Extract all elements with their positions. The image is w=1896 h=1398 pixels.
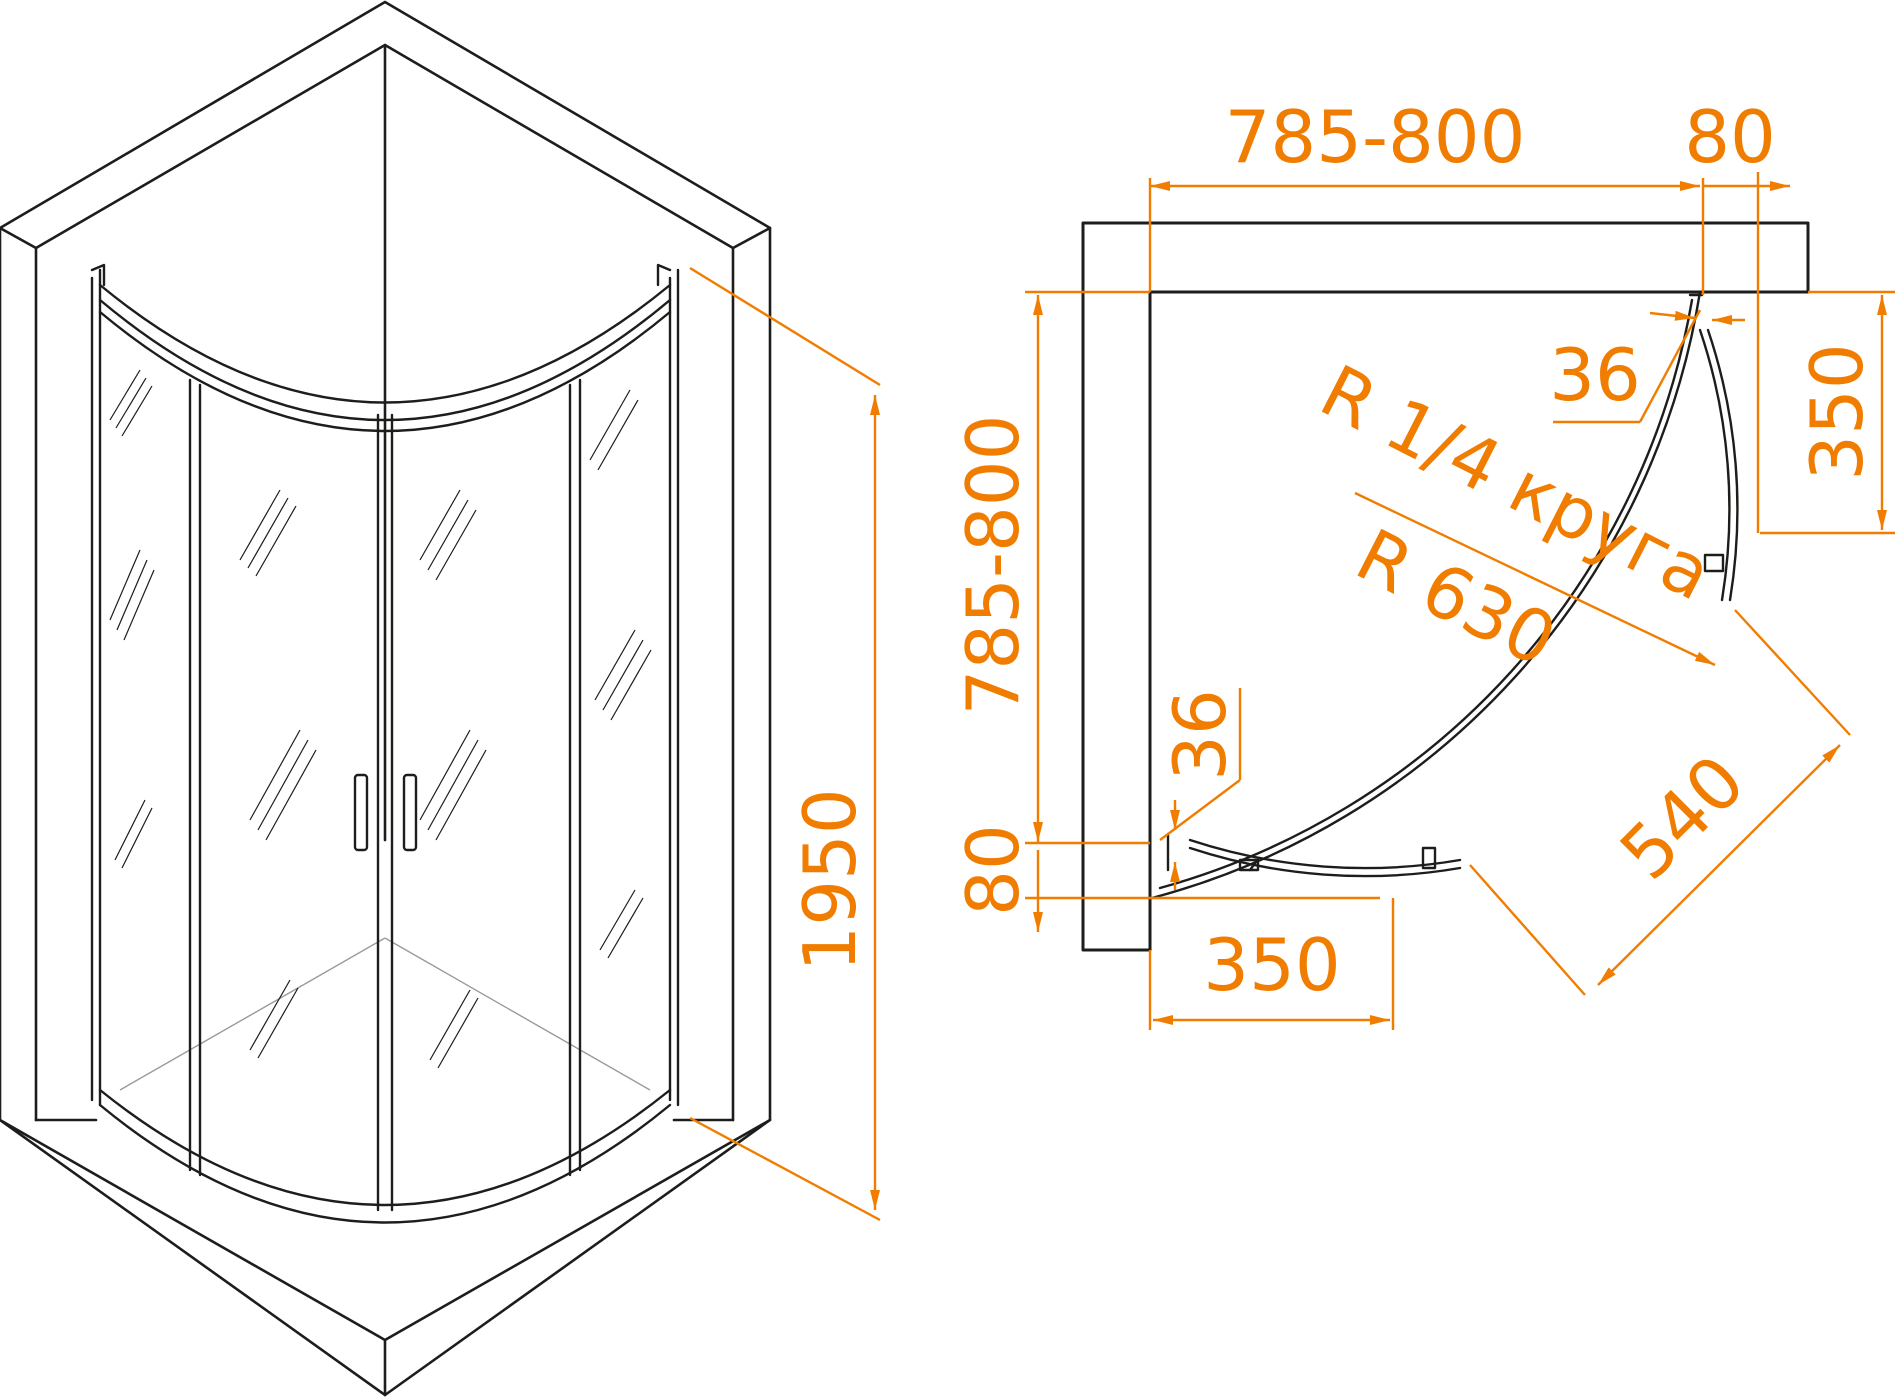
dim-right-height (1760, 290, 1895, 535)
dim-top-width (1148, 178, 1705, 295)
walls (0, 0, 772, 1397)
plan-view: 785-800 80 350 36 R 1/4 круга R 630 (951, 95, 1895, 1030)
bottom-width-label: 350 (1203, 923, 1340, 1007)
dim-top-gap (1553, 309, 1745, 424)
glass-texture (109, 369, 652, 1069)
left-height-label: 785-800 (951, 415, 1035, 716)
right-height-label: 350 (1795, 343, 1879, 480)
left-gap-label: 36 (1158, 689, 1242, 781)
floor-lines (119, 937, 651, 1091)
dim-top-offset (1703, 172, 1790, 533)
dim-left-offset (1025, 841, 1380, 932)
top-width-label: 785-800 (1225, 95, 1526, 179)
height-label: 1950 (788, 788, 872, 971)
radius-leader (1354, 491, 1716, 667)
dim-left-gap (1159, 688, 1242, 890)
top-gap-label: 36 (1549, 333, 1641, 417)
enclosure-frame (90, 263, 680, 1224)
isometric-view: 1950 (0, 0, 881, 1397)
dim-bottom-width (1148, 898, 1395, 1030)
height-dimension (689, 266, 881, 1222)
top-offset-label: 80 (1684, 95, 1776, 179)
plan-enclosure (1150, 290, 1739, 900)
left-offset-label: 80 (951, 824, 1035, 916)
diagonal-label: 540 (1604, 739, 1761, 896)
dim-diagonal (1469, 609, 1851, 996)
dim-left-height (1025, 290, 1150, 842)
